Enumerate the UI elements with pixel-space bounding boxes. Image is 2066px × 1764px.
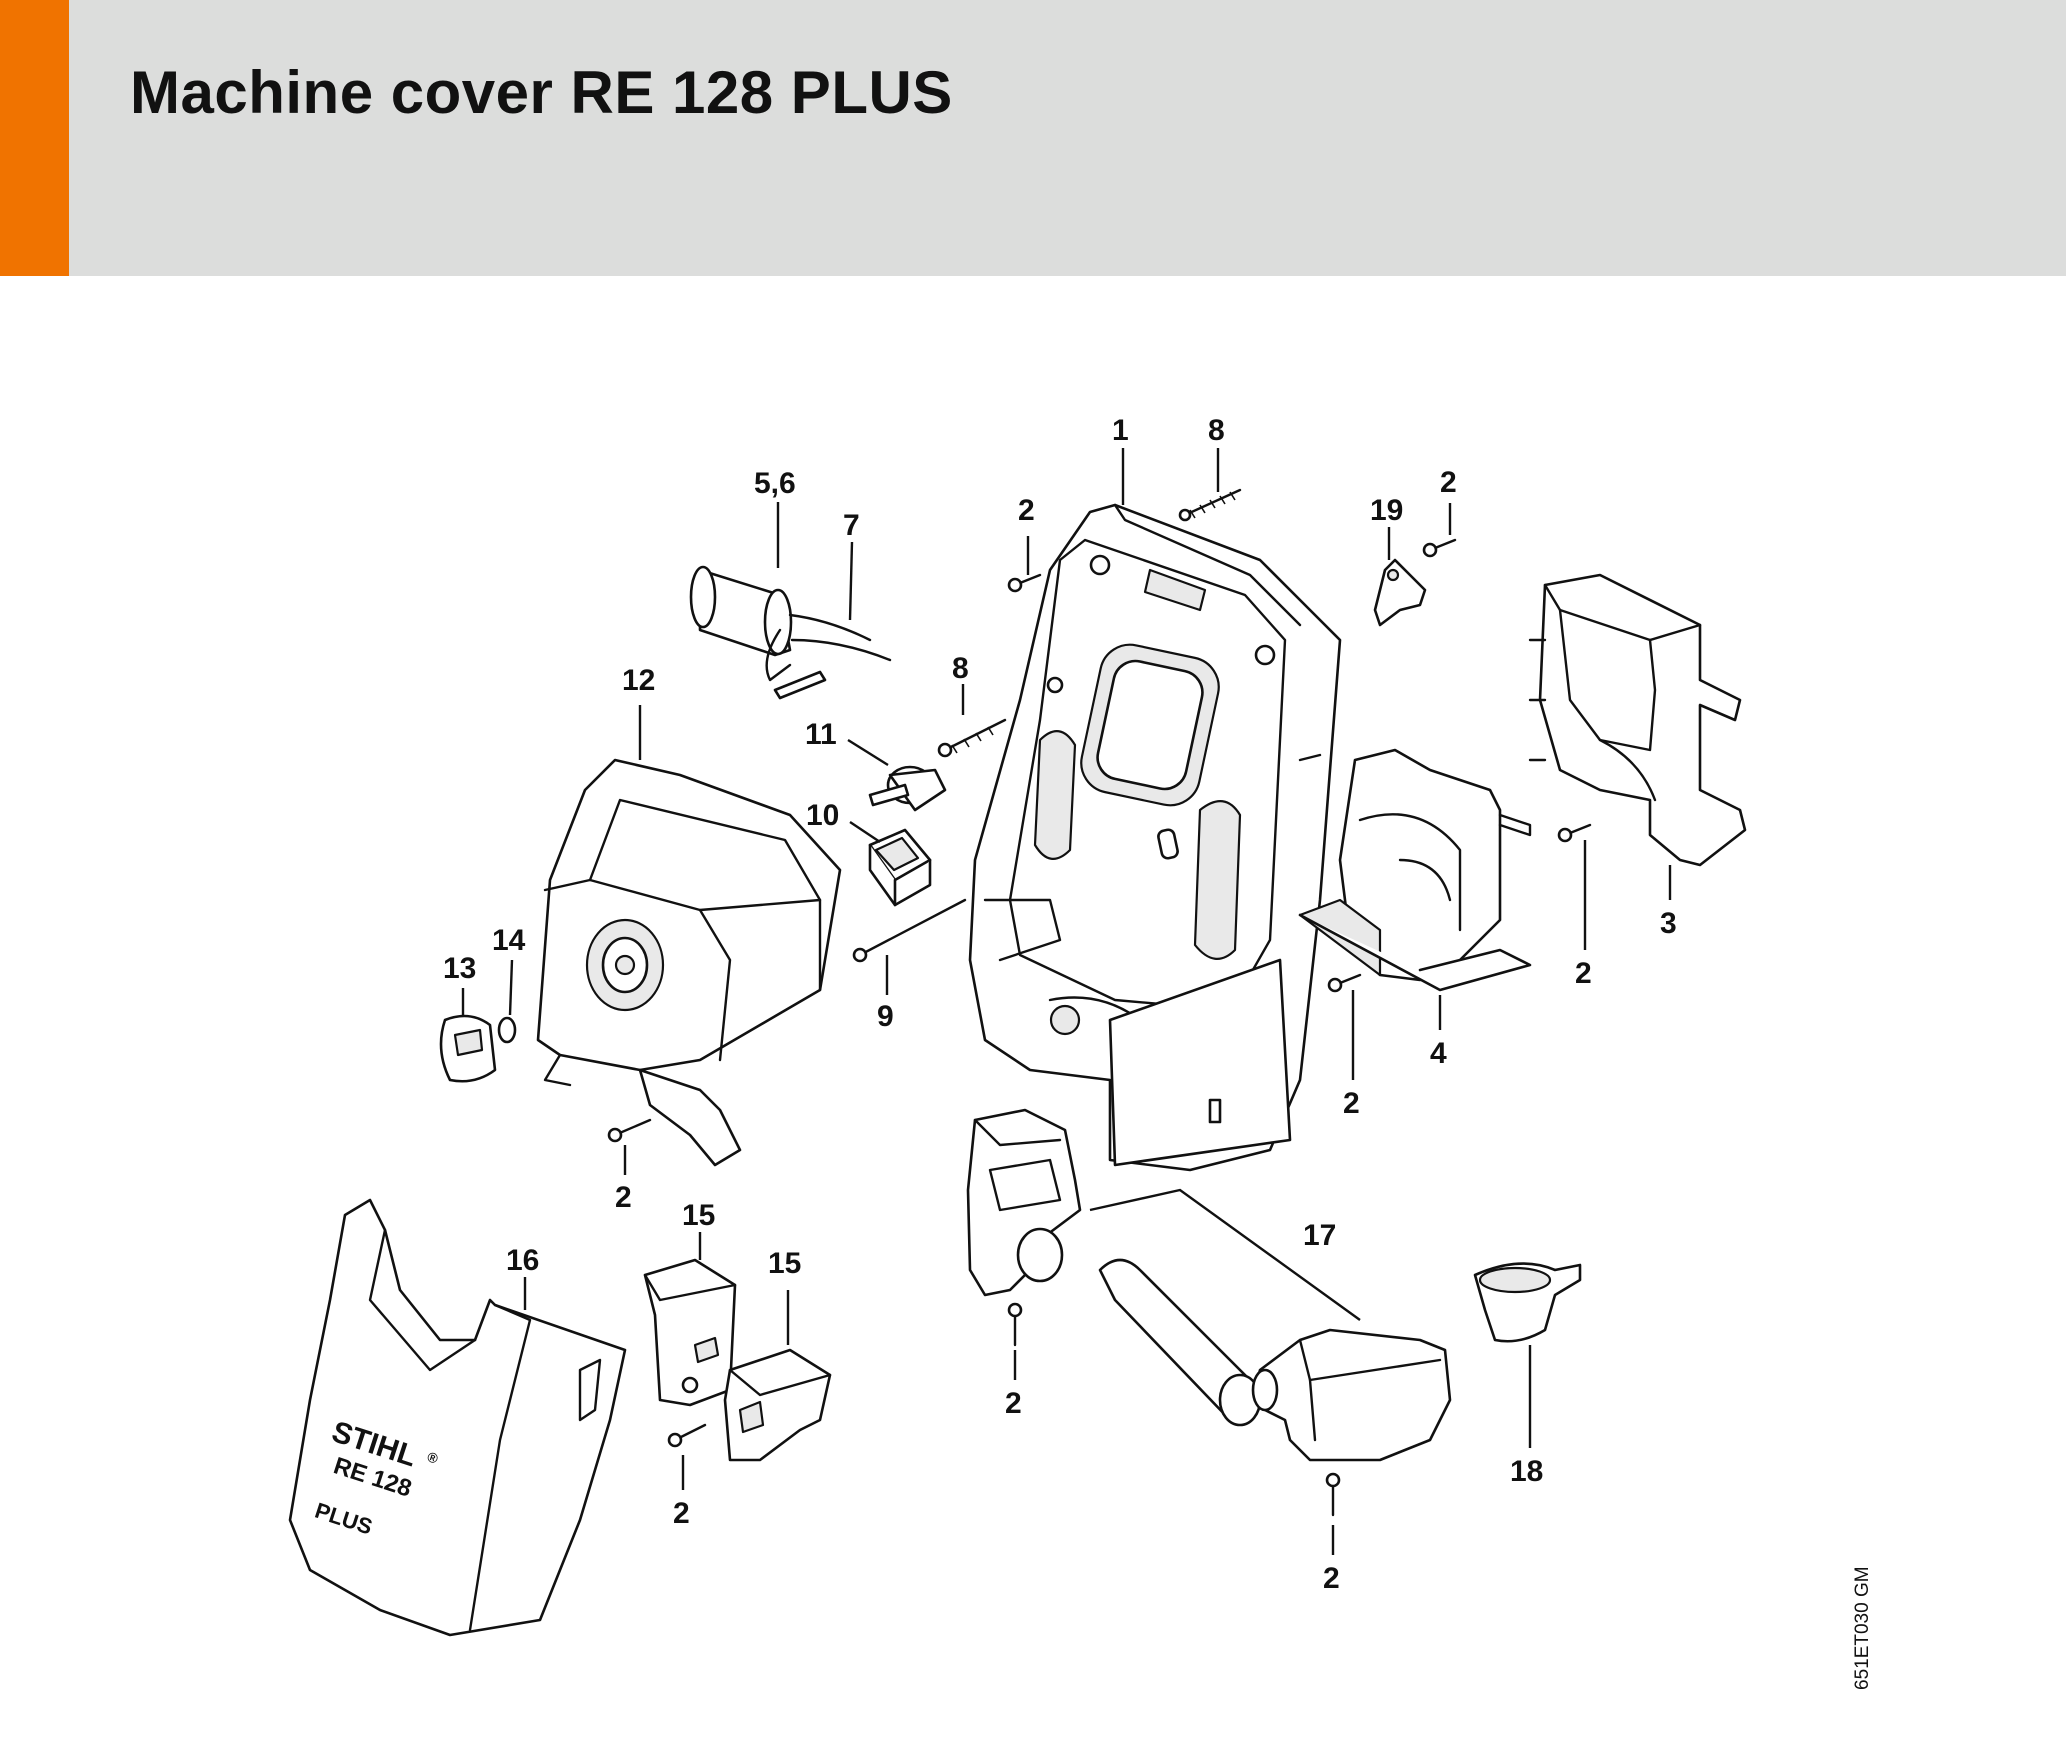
callout-17: 17 [1303, 1219, 1336, 1252]
part-10-switch [868, 828, 932, 907]
callout-19: 19 [1370, 494, 1403, 527]
part-5-6-capacitor [689, 565, 793, 657]
screw-2c [1557, 823, 1592, 843]
callout-2: 2 [615, 1181, 632, 1214]
screw-8a [1178, 488, 1242, 522]
screw-8b [937, 718, 1007, 758]
leader-lines [461, 448, 1672, 1555]
drawing-code: 651ET030 GM [1852, 1566, 1873, 1690]
part-7-cable-ties [765, 613, 892, 700]
part-14-o-ring [497, 1016, 517, 1044]
part-13-knob [439, 1014, 497, 1083]
callout-2: 2 [1440, 466, 1457, 499]
callout-11: 11 [805, 718, 837, 751]
screw-2d [1327, 973, 1362, 993]
screw-2f [667, 1423, 707, 1448]
screw-2g [1007, 1302, 1023, 1347]
screw-2b [1422, 538, 1457, 558]
part-3-air-duct-bracket [1528, 573, 1747, 867]
callout-2: 2 [673, 1497, 690, 1530]
callout-18: 18 [1510, 1455, 1543, 1488]
callout-7: 7 [843, 509, 860, 542]
part-16-front-cover [288, 1198, 627, 1637]
part-1-machine-housing [968, 503, 1342, 1172]
callout-2: 2 [1018, 494, 1035, 527]
callout-16: 16 [506, 1244, 539, 1277]
part-4-fan-housing [1298, 748, 1532, 992]
callout-2: 2 [1575, 957, 1592, 990]
callout-12: 12 [622, 664, 655, 697]
callout-8: 8 [1208, 414, 1225, 447]
callout-14: 14 [492, 924, 526, 957]
screw-group [607, 488, 1592, 1517]
part-19-clip [1373, 558, 1427, 627]
part-15-bracket-lower [723, 1348, 832, 1462]
screw-2e [607, 1118, 652, 1143]
part-11-knob-shaft [868, 765, 947, 812]
callout-15: 15 [768, 1247, 801, 1280]
screw-2a [1007, 573, 1042, 593]
part-12-motor-cover [536, 758, 842, 1167]
page-title: Machine cover RE 128 PLUS [130, 59, 953, 126]
callout-8: 8 [952, 652, 969, 685]
screw-2h [1325, 1472, 1341, 1517]
callout-3: 3 [1660, 907, 1677, 940]
callout-4: 4 [1430, 1037, 1447, 1070]
callout-2: 2 [1323, 1562, 1340, 1595]
callout-1: 1 [1112, 414, 1129, 447]
callout-2: 2 [1005, 1387, 1022, 1420]
callout-9: 9 [877, 1000, 894, 1033]
accent-bar [0, 0, 69, 276]
callout-labels: 1 8 5,6 7 2 19 2 12 8 11 10 14 13 9 3 2 … [443, 414, 1677, 1595]
screw-9 [852, 898, 967, 963]
header-band: Machine cover RE 128 PLUS [0, 0, 2066, 276]
callout-5-6: 5,6 [754, 467, 796, 500]
callout-13: 13 [443, 952, 476, 985]
part-18-cup-holder [1473, 1262, 1582, 1343]
part-15-bracket-upper [643, 1258, 737, 1407]
callout-15: 15 [682, 1199, 715, 1232]
callout-2: 2 [1343, 1087, 1360, 1120]
callout-10: 10 [806, 799, 839, 832]
part-17-handle-parts [966, 1108, 1452, 1462]
